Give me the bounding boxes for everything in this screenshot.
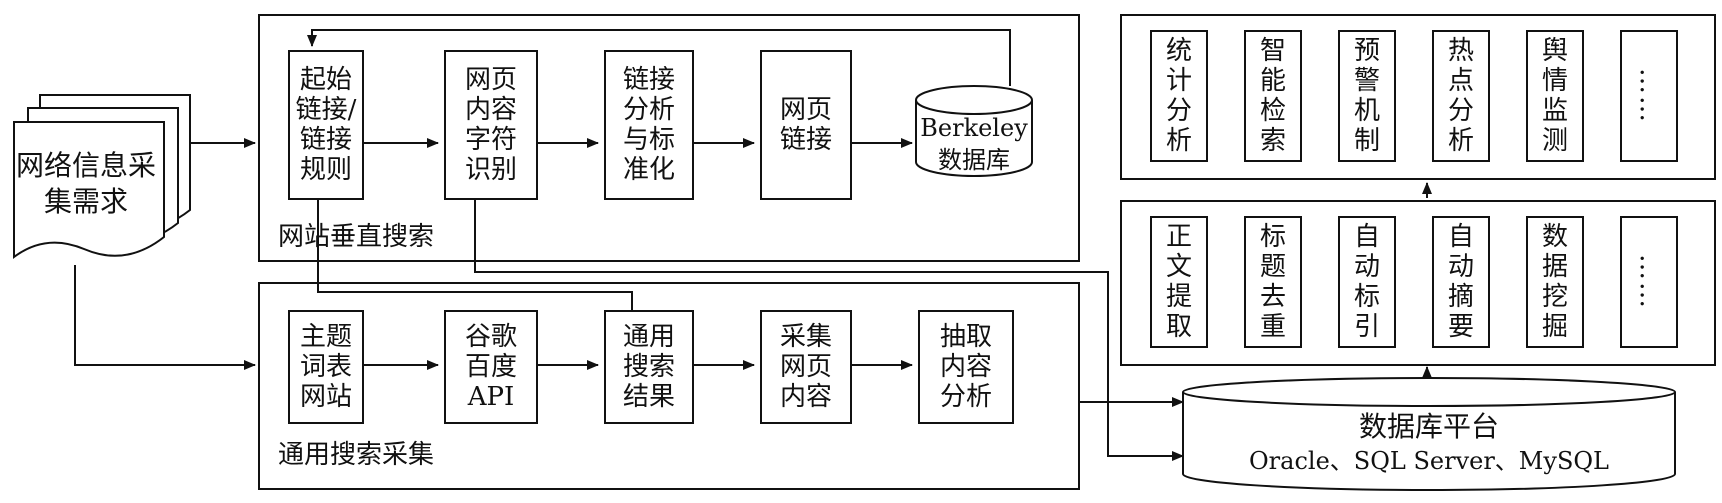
berkeley-db-label: Berkeley 数据库 [920, 114, 1028, 174]
step-web-links: 网页链接 [760, 50, 852, 200]
step-collect-pages: 采集网页内容 [760, 310, 852, 424]
proc-auto-summary: 自动摘要 [1432, 216, 1490, 348]
berkeley-db-cylinder [915, 85, 1033, 177]
proc-title-dedup: 标题去重 [1244, 216, 1302, 348]
applications-group [1120, 14, 1716, 180]
arrow-doc-to-general [74, 265, 256, 370]
proc-auto-indexing: 自动标引 [1338, 216, 1396, 348]
step-start-links: 起始链接/链接规则 [288, 50, 364, 200]
db-platform-cylinder [1182, 377, 1676, 491]
app-smart-search: 智能检索 [1244, 30, 1302, 162]
app-early-warning: 预警机制 [1338, 30, 1396, 162]
vertical-search-group [258, 14, 1080, 262]
proc-more: …… [1620, 216, 1678, 348]
processing-group [1120, 200, 1716, 366]
proc-body-extraction: 正文提取 [1150, 216, 1208, 348]
requirement-label: 网络信息采集需求 [16, 149, 157, 218]
general-search-group [258, 282, 1080, 490]
step-link-analysis: 链接分析与标准化 [604, 50, 694, 200]
step-topic-list: 主题词表网站 [288, 310, 364, 424]
step-search-api: 谷歌百度API [444, 310, 538, 424]
general-search-title: 通用搜索采集 [278, 440, 435, 470]
step-char-recognition: 网页内容字符识别 [444, 50, 538, 200]
proc-data-mining: 数据挖掘 [1526, 216, 1584, 348]
vertical-search-title: 网站垂直搜索 [278, 222, 435, 252]
app-statistics: 统计分析 [1150, 30, 1208, 162]
arrow-vertical-to-db [474, 182, 1184, 461]
app-hotspot-analysis: 热点分析 [1432, 30, 1490, 162]
arrow-general-to-vertical [313, 181, 633, 310]
step-search-results: 通用搜索结果 [604, 310, 694, 424]
arrow-feedback-loop [307, 29, 1011, 86]
db-platform-label: 数据库平台 Oracle、SQL Server、MySQL [1249, 410, 1609, 475]
app-more: …… [1620, 30, 1678, 162]
app-opinion-monitoring: 舆情监测 [1526, 30, 1584, 162]
requirement-doc-shape [13, 94, 191, 259]
step-content-extraction: 抽取内容分析 [918, 310, 1014, 424]
